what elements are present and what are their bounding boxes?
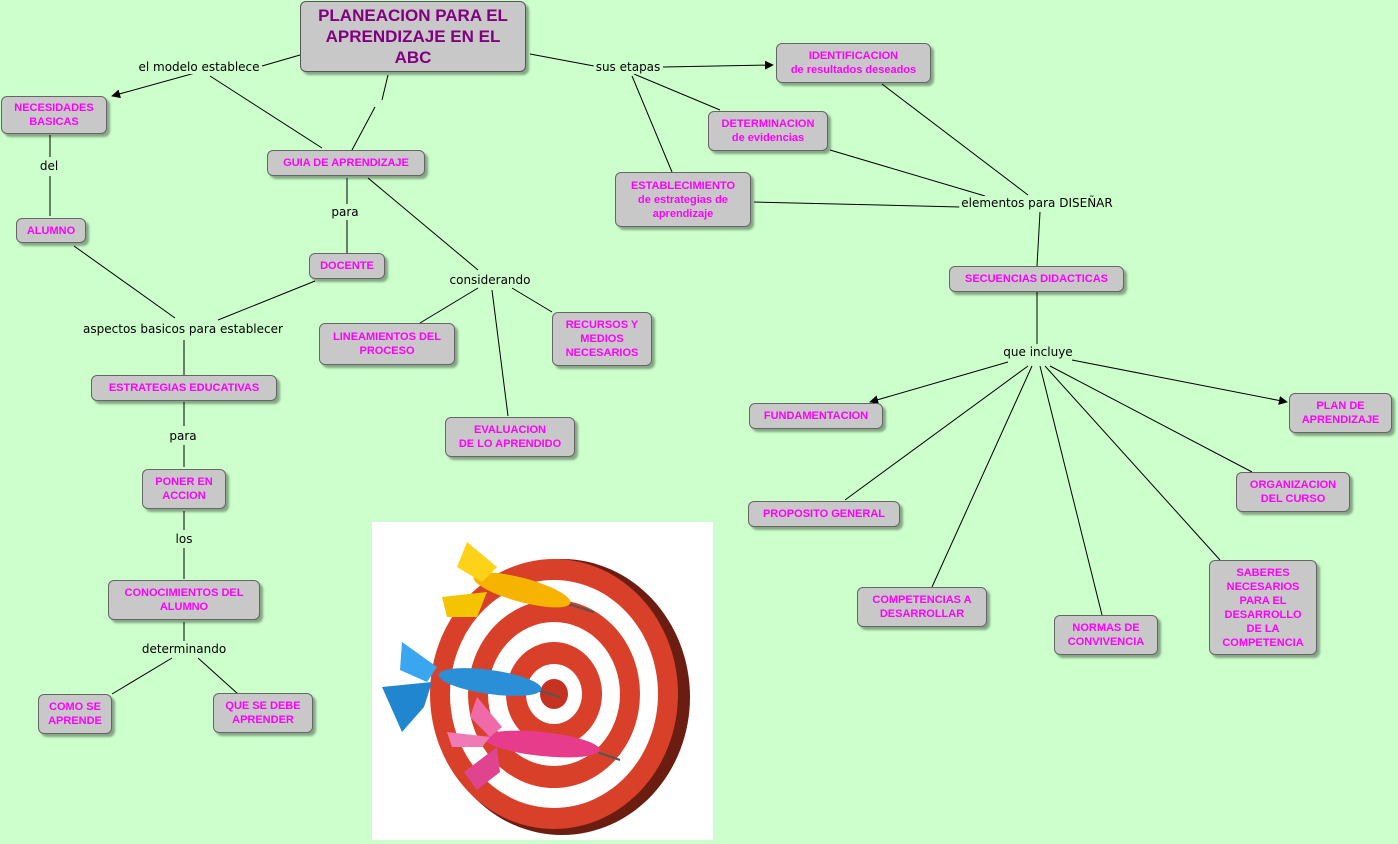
concept-proposito-general[interactable]: PROPOSITO GENERAL bbox=[748, 501, 900, 527]
concept-organizacion-curso[interactable]: ORGANIZACION DEL CURSO bbox=[1236, 472, 1350, 512]
concept-docente[interactable]: DOCENTE bbox=[309, 253, 385, 279]
phrase-aspectos-basicos: aspectos basicos para establecer bbox=[81, 322, 285, 336]
phrase-elementos-para-disenar: elementos para DISEÑAR bbox=[959, 196, 1115, 210]
concept-como-se-aprende[interactable]: COMO SE APRENDE bbox=[38, 694, 112, 734]
concept-conocimientos-alumno[interactable]: CONOCIMIENTOS DEL ALUMNO bbox=[108, 580, 260, 620]
concept-estrategias-educativas[interactable]: ESTRATEGIAS EDUCATIVAS bbox=[91, 375, 277, 401]
phrase-para: para bbox=[329, 205, 361, 219]
concept-alumno[interactable]: ALUMNO bbox=[16, 218, 86, 243]
pink-dart bbox=[447, 697, 621, 790]
concept-que-se-debe-aprender[interactable]: QUE SE DEBE APRENDER bbox=[213, 693, 313, 733]
phrase-determinando: determinando bbox=[139, 642, 229, 656]
concept-plan-aprendizaje[interactable]: PLAN DE APRENDIZAJE bbox=[1289, 393, 1392, 433]
phrase-el-modelo-establece: el modelo establece bbox=[136, 60, 262, 74]
concept-evaluacion[interactable]: EVALUACION DE LO APRENDIDO bbox=[445, 417, 575, 457]
phrase-sus-etapas: sus etapas bbox=[593, 60, 663, 74]
concept-recursos[interactable]: RECURSOS Y MEDIOS NECESARIOS bbox=[552, 312, 652, 366]
concept-poner-en-accion[interactable]: PONER EN ACCION bbox=[142, 469, 226, 509]
title-concept[interactable]: PLANEACION PARA EL APRENDIZAJE EN EL ABC bbox=[300, 1, 526, 72]
concept-fundamentacion[interactable]: FUNDAMENTACION bbox=[749, 403, 883, 429]
blue-dart bbox=[382, 642, 561, 732]
concept-guia-aprendizaje[interactable]: GUIA DE APRENDIZAJE bbox=[267, 150, 425, 176]
phrase-del: del bbox=[37, 159, 61, 173]
concept-identificacion[interactable]: IDENTIFICACION de resultados deseados bbox=[776, 43, 931, 83]
concept-lineamientos[interactable]: LINEAMIENTOS DEL PROCESO bbox=[319, 323, 455, 365]
phrase-considerando: considerando bbox=[447, 273, 533, 287]
concept-necesidades-basicas[interactable]: NECESIDADES BASICAS bbox=[1, 96, 107, 134]
concept-determinacion[interactable]: DETERMINACION de evidencias bbox=[708, 111, 828, 151]
concept-normas-convivencia[interactable]: NORMAS DE CONVIVENCIA bbox=[1054, 615, 1158, 655]
concept-establecimiento[interactable]: ESTABLECIMIENTO de estrategias de aprend… bbox=[615, 172, 751, 227]
concept-saberes-necesarios[interactable]: SABERES NECESARIOS PARA EL DESARROLLO DE… bbox=[1209, 560, 1317, 655]
phrase-que-incluye: que incluye bbox=[1001, 345, 1075, 359]
phrase-los: los bbox=[173, 532, 195, 546]
target-darts-image bbox=[372, 522, 713, 840]
concept-secuencias-didacticas[interactable]: SECUENCIAS DIDACTICAS bbox=[949, 266, 1124, 292]
concept-competencias[interactable]: COMPETENCIAS A DESARROLLAR bbox=[857, 587, 987, 627]
yellow-dart bbox=[442, 542, 595, 617]
phrase-para: para bbox=[167, 429, 199, 443]
